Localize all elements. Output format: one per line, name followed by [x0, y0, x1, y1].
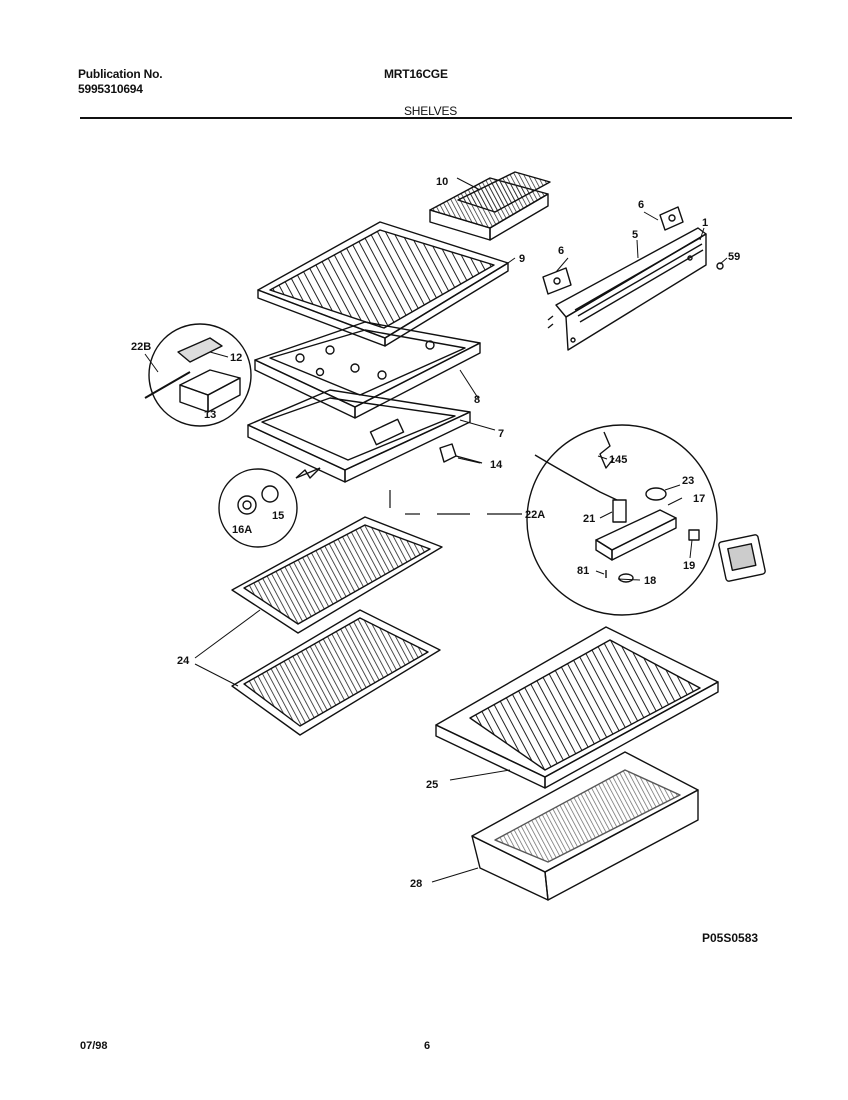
model-number: MRT16CGE: [384, 67, 448, 81]
callout-7: 7: [498, 428, 504, 440]
figure-code: P05S0583: [702, 931, 759, 945]
inset-control-detail: [526, 424, 766, 616]
screw-part-59: [716, 262, 724, 270]
callout-18: 18: [644, 575, 656, 587]
crisper-pan-part-28: [471, 751, 699, 901]
section-title: SHELVES: [404, 104, 458, 118]
cover-panel-part-7: [247, 389, 471, 483]
callout-145: 145: [609, 454, 627, 466]
footer-date: 07/98: [80, 1040, 108, 1052]
callout-9: 9: [519, 253, 525, 265]
leader-lines: [144, 177, 728, 883]
control-housing-part-5: [555, 227, 707, 351]
header-rule: [80, 117, 792, 119]
callout-10: 10: [436, 176, 448, 188]
callout-15: 15: [272, 510, 284, 522]
callout-6-upper: 6: [638, 199, 644, 211]
connector-part-14: [439, 443, 483, 464]
publication-number: 5995310694: [78, 82, 143, 96]
freezer-floor-part-8: [254, 321, 481, 419]
page-number: 6: [424, 1040, 431, 1052]
callout-13: 13: [204, 409, 216, 421]
wire-shelf-part-24-upper: [231, 516, 443, 634]
callout-1: 1: [702, 217, 708, 229]
callout-21: 21: [583, 513, 595, 525]
callout-24: 24: [177, 655, 190, 667]
callout-16a: 16A: [232, 524, 252, 536]
bracket-part-6-upper: [659, 206, 684, 231]
callout-6-lower: 6: [558, 245, 564, 257]
publication-label: Publication No.: [78, 67, 163, 81]
callout-25: 25: [426, 779, 438, 791]
callout-22b: 22B: [131, 341, 151, 353]
callout-14: 14: [490, 459, 503, 471]
freezer-shelf-part-9: [257, 221, 509, 347]
crisper-cover-part-25: [435, 626, 719, 789]
ice-trays-part-10: [429, 171, 551, 241]
callout-81: 81: [577, 565, 589, 577]
callout-5: 5: [632, 229, 638, 241]
callout-59: 59: [728, 251, 740, 263]
callout-22a: 22A: [525, 509, 545, 521]
inset-damper-detail: [144, 323, 252, 427]
callout-19: 19: [683, 560, 695, 572]
callout-8: 8: [474, 394, 480, 406]
callout-28: 28: [410, 878, 422, 890]
inset-lamp-detail: [218, 467, 321, 548]
callout-12: 12: [230, 352, 242, 364]
wire-shelf-part-24-lower: [231, 609, 441, 736]
callout-23: 23: [682, 475, 694, 487]
callout-17: 17: [693, 493, 705, 505]
bracket-part-6-lower: [542, 267, 572, 295]
relation-line-22a: [389, 490, 522, 515]
